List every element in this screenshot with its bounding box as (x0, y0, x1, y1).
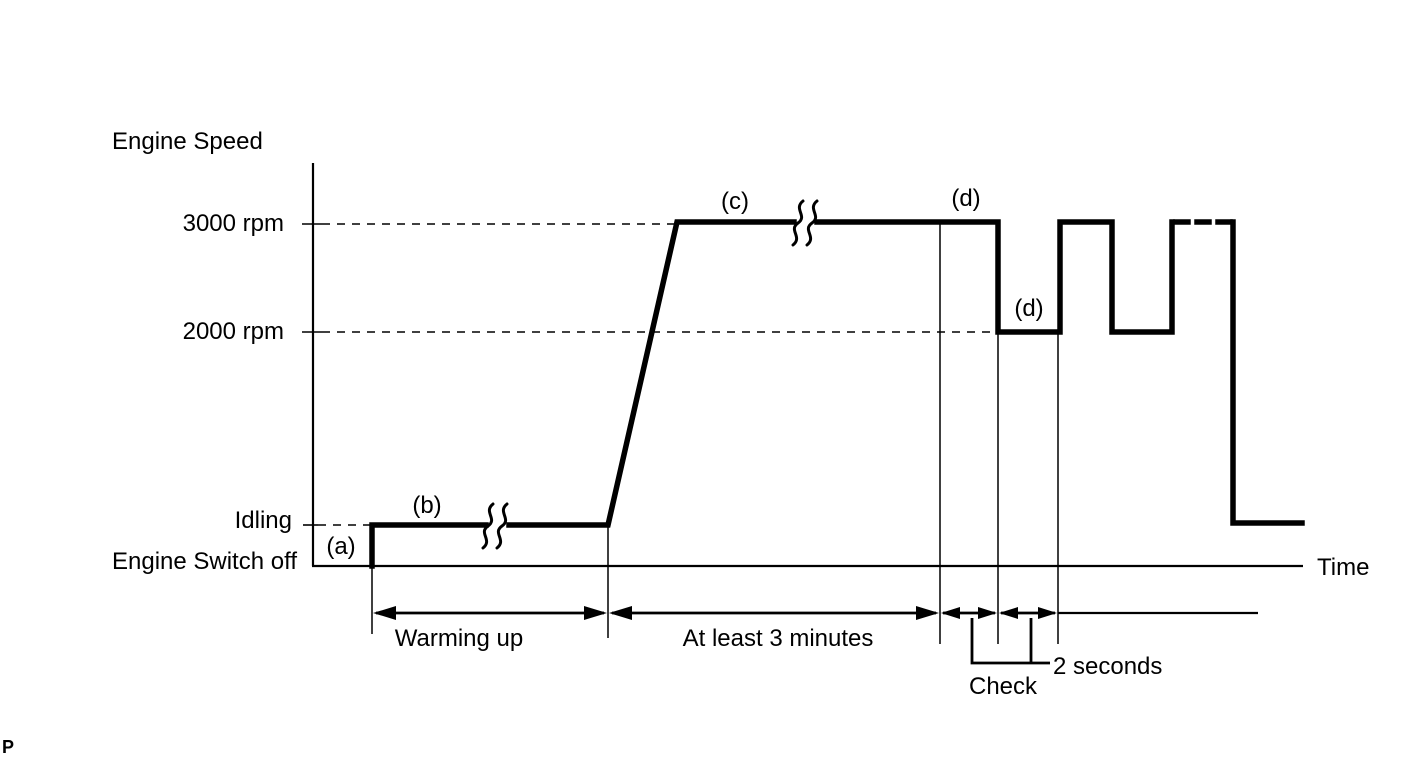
break-squiggle-3000-1 (791, 199, 805, 247)
callout-b: (b) (412, 492, 442, 519)
waveform-return-idle (1230, 219, 1305, 526)
arrow-warming-right-head (584, 606, 607, 620)
dashed-guides (318, 223, 996, 526)
callout-d-low: (d) (1014, 295, 1044, 322)
dimension-warming-up-label: Warming up (394, 625, 524, 652)
callout-c: (c) (721, 188, 749, 215)
callout-a: (a) (326, 533, 356, 560)
arrow-warming-left-head (373, 606, 396, 620)
break-squiggle-3000-2 (805, 199, 819, 247)
arrow-2s-b-right-head (1038, 607, 1057, 619)
check-bracket-left-leg (970, 618, 1050, 665)
arrow-2s-b-left-head (999, 607, 1018, 619)
break-squiggle-idle-1 (481, 502, 495, 550)
waveform-check-pulses (814, 219, 1175, 335)
arrow-3min-left-head (609, 606, 632, 620)
y-axis-ticks (302, 223, 322, 526)
y-tick-switch-off-label: Engine Switch off (111, 548, 297, 575)
arrow-2s-a-right-head (978, 607, 997, 619)
y-tick-3000-label: 3000 rpm (182, 210, 284, 237)
axes (311, 163, 1303, 568)
y-axis-title: Engine Speed (112, 128, 263, 155)
waveform-ramp-to-3000 (506, 219, 797, 528)
y-tick-2000-label: 2000 rpm (182, 318, 284, 345)
break-squiggle-idle-2 (495, 502, 509, 550)
page-mark: P (2, 737, 15, 757)
arrow-2s-a-left-head (941, 607, 960, 619)
x-axis-title: Time (1317, 554, 1370, 581)
arrow-3min-right-head (916, 606, 939, 620)
dimension-arrows (373, 606, 1258, 620)
dimension-2-seconds-label: 2 seconds (1053, 653, 1163, 680)
engine-speed-waveform (369, 219, 1305, 569)
check-label: Check (968, 673, 1038, 700)
check-bracket (970, 618, 1050, 665)
y-tick-idling-label: Idling (234, 507, 292, 534)
waveform-start-idle (369, 522, 489, 569)
vertical-reference-lines (371, 224, 1059, 644)
line-break-symbols (481, 199, 819, 550)
dimension-3-minutes-label: At least 3 minutes (682, 625, 874, 652)
callout-d-high: (d) (951, 185, 981, 212)
